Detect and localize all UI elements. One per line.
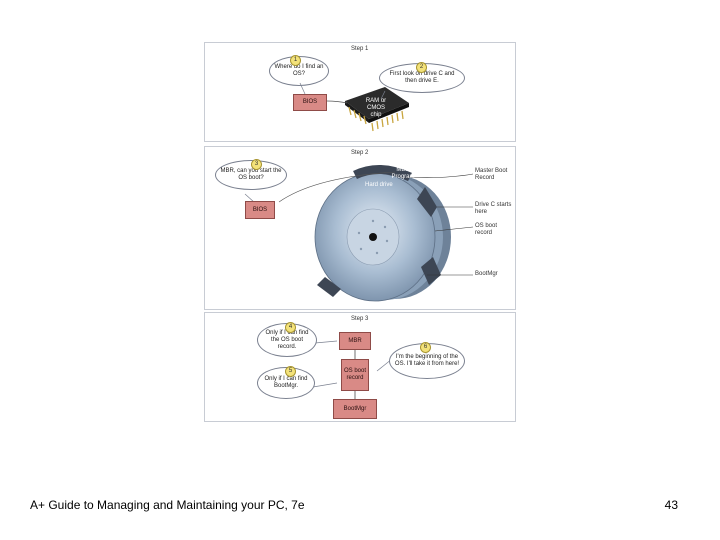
step3-os-boot-record-box: OS boot record [341,359,369,391]
hard-drive-label: Hard drive [365,182,393,188]
step1-panel: Step 1 Where do I find an OS? 1 First lo… [204,42,516,142]
step2-panel: Step 2 [204,146,516,310]
os-boot-record-label: OS boot record [475,223,498,236]
bootmgr-label: BootMgr [475,271,498,277]
step1-badge-1: 1 [290,55,301,66]
step1-title: Step 1 [351,46,369,52]
step1-chip-label: RAM or CMOS chip [365,98,387,118]
drive-c-label: Drive C starts here [475,202,512,215]
step3-badge-4: 4 [285,322,296,333]
step1-bios-box: BIOS [293,94,327,111]
step2-bios-box: BIOS [245,201,275,219]
step3-badge-5: 5 [285,366,296,377]
mbr-program-label: MBR Program [391,167,415,180]
step1-badge-2: 2 [416,62,427,73]
step3-connectors [312,340,398,399]
step3-mbr-box: MBR [339,332,371,350]
step3-bootmgr-box: BootMgr [333,399,377,419]
step3-panel: Step 3 Only if I can find the OS boot re… [204,312,516,422]
page-number: 43 [664,498,678,512]
step1-question-bubble: Where do I find an OS? [269,56,329,86]
step1-chip-graphic [299,82,409,132]
step2-badge-3: 3 [251,159,262,170]
master-boot-record-label: Master Boot Record [475,168,508,181]
step3-title: Step 3 [351,316,369,322]
step2-title: Step 2 [351,150,369,156]
footer-title: A+ Guide to Managing and Maintaining you… [30,498,305,512]
hard-drive-graphic [244,165,474,302]
step3-badge-6: 6 [420,342,431,353]
boot-process-figure: Step 1 Where do I find an OS? 1 First lo… [204,42,516,422]
